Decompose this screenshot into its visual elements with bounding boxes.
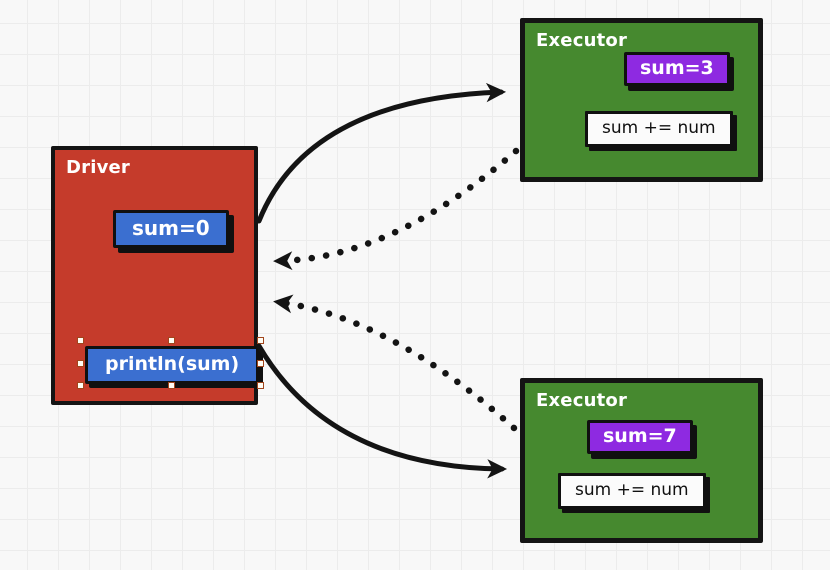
driver-println-badge[interactable]: println(sum) — [77, 337, 265, 389]
selection-handle-w[interactable] — [77, 360, 84, 367]
selection-handle-n[interactable] — [168, 337, 176, 344]
executor-top-sum-badge[interactable]: sum=3 — [624, 52, 730, 86]
arrow-top-executor-to-driver[interactable] — [273, 147, 520, 271]
driver-sum-badge[interactable]: sum=0 — [113, 210, 229, 248]
selection-handle-e[interactable] — [257, 360, 265, 367]
selection-handle-ne[interactable] — [257, 337, 265, 344]
arrow-driver-to-bottom-executor[interactable] — [256, 343, 508, 479]
executor-top-title: Executor — [536, 30, 628, 51]
driver-box[interactable]: Driver sum=0 println(sum) — [51, 146, 265, 405]
executor-top-code-box[interactable]: sum += num — [585, 111, 733, 147]
executor-bottom-sum-badge[interactable]: sum=7 — [587, 420, 693, 454]
arrow-bottom-executor-to-driver[interactable] — [273, 294, 518, 432]
executor-box-bottom[interactable]: Executor sum=7 sum += num — [520, 378, 763, 543]
selection-handle-s[interactable] — [168, 382, 176, 389]
executor-bottom-code-box[interactable]: sum += num — [558, 473, 706, 509]
selection-handle-nw[interactable] — [77, 337, 84, 344]
println-badge-label[interactable]: println(sum) — [85, 346, 260, 384]
driver-title: Driver — [66, 157, 131, 178]
executor-bottom-title: Executor — [536, 390, 628, 411]
executor-box-top[interactable]: Executor sum=3 sum += num — [520, 18, 763, 182]
arrow-driver-to-top-executor[interactable] — [256, 82, 507, 224]
selection-handle-se[interactable] — [257, 382, 265, 389]
selection-handle-sw[interactable] — [77, 382, 84, 389]
